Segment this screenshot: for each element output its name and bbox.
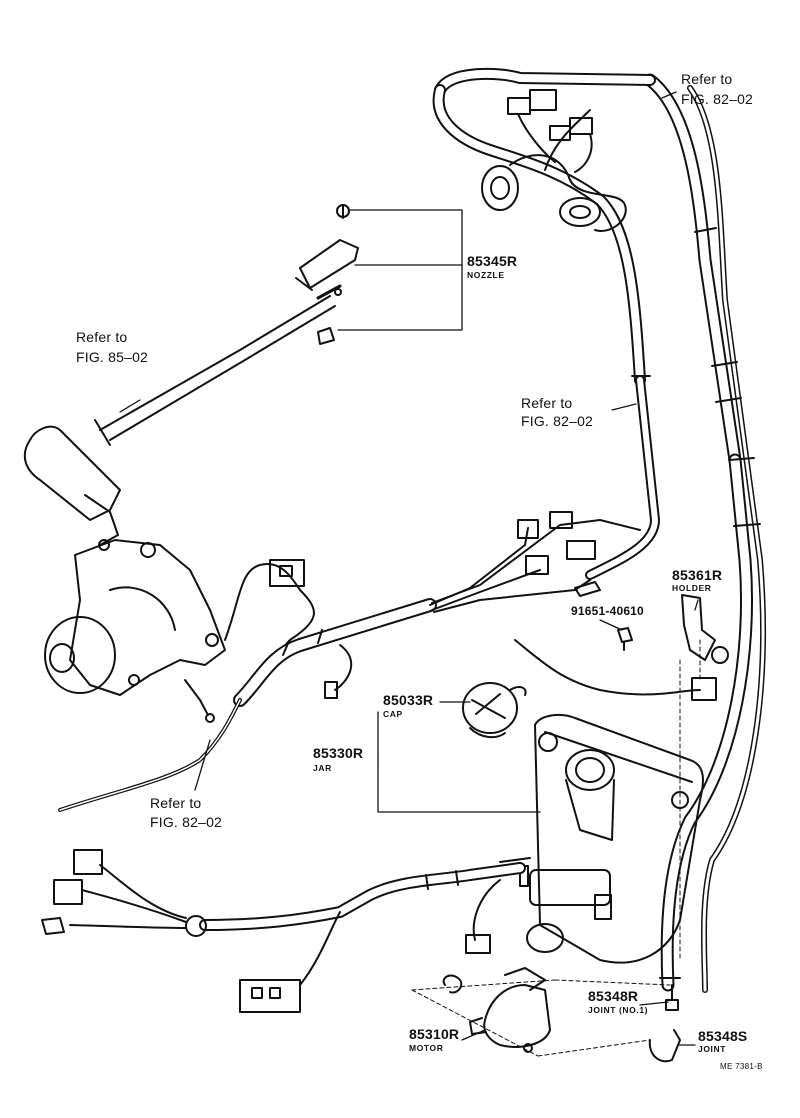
part-number-bolt: 91651-40610 — [571, 604, 644, 618]
cap-part — [462, 682, 527, 739]
leader-lines — [119, 91, 699, 1046]
part-number-joint-no1: 85348R — [588, 988, 639, 1004]
figure-code: ME 7381-B — [720, 1062, 763, 1071]
part-number-cap: 85033R — [383, 692, 434, 708]
part-name-holder: HOLDER — [672, 583, 712, 593]
ref-fig-82-02-top-line2: FIG. 82–02 — [681, 91, 754, 107]
ref-fig-82-02-mid-line2: FIG. 82–02 — [521, 413, 594, 429]
part-number-holder: 85361R — [672, 567, 723, 583]
ref-fig-85-02-line2: FIG. 85–02 — [76, 349, 149, 365]
part-name-joint: JOINT — [698, 1044, 727, 1054]
lower-harness — [41, 849, 526, 1013]
part-name-jar: JAR — [313, 763, 332, 773]
ref-fig-82-02-bottom-line1: Refer to — [150, 795, 202, 811]
ref-fig-85-02-line1: Refer to — [76, 329, 128, 345]
part-number-jar: 85330R — [313, 745, 364, 761]
wiper-arm-motor — [23, 295, 336, 723]
ref-fig-82-02-top-line1: Refer to — [681, 71, 733, 87]
central-harness — [58, 511, 641, 812]
part-number-joint: 85348S — [698, 1028, 748, 1044]
part-name-motor: MOTOR — [409, 1043, 444, 1053]
holder-and-bolt — [514, 594, 729, 961]
part-number-nozzle: 85345R — [467, 253, 518, 269]
right-washer-hoses — [432, 67, 766, 993]
part-name-cap: CAP — [383, 709, 403, 719]
washer-jar — [499, 713, 704, 964]
part-name-joint-no1: JOINT (NO.1) — [588, 1005, 649, 1015]
nozzle-parts — [295, 204, 359, 345]
pump-motor-joints — [411, 967, 681, 1063]
part-number-motor: 85310R — [409, 1026, 460, 1042]
part-name-nozzle: NOZZLE — [467, 270, 505, 280]
ref-fig-82-02-mid-line1: Refer to — [521, 395, 573, 411]
ref-fig-82-02-bottom-line2: FIG. 82–02 — [150, 814, 223, 830]
